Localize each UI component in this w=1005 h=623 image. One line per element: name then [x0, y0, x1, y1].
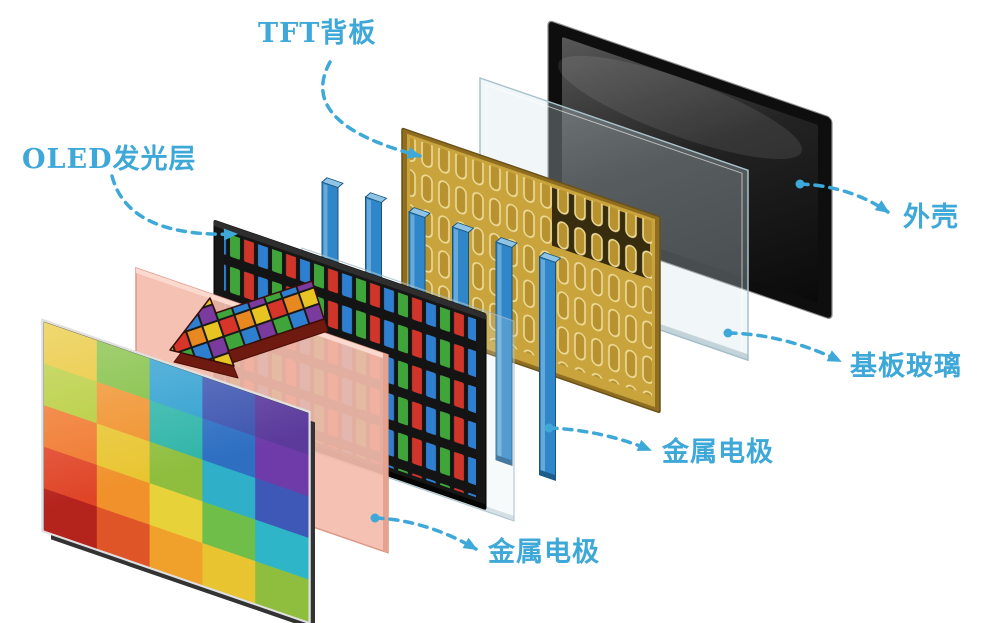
pointer-dot-shell [795, 179, 805, 189]
pointer-metal-electrode-upper [547, 426, 652, 452]
label-substrate-glass: 基板玻璃 [850, 351, 962, 382]
label-metal-electrode-upper: 金属电极 [661, 436, 774, 468]
exploded-arrow [169, 280, 329, 379]
electrode-bar [495, 237, 518, 467]
label-oled-layer: OLED发光层 [22, 143, 197, 175]
pointer-metal-electrode-lower [373, 516, 478, 551]
pointer-dot-electrode-lower [370, 513, 380, 523]
pointer-tft-backplane [320, 60, 422, 159]
pointer-substrate-glass [726, 331, 842, 363]
display-screen-layer [41, 318, 315, 623]
label-tft-backplane: TFT背板 [258, 18, 376, 49]
pointer-dot-substrate [723, 328, 733, 338]
label-metal-electrode-lower: 金属电极 [487, 536, 600, 568]
pointer-dot-electrode-upper [544, 423, 554, 433]
label-shell: 外壳 [903, 202, 959, 233]
pointer-shell [798, 182, 890, 214]
pointer-oled-layer [110, 174, 238, 241]
